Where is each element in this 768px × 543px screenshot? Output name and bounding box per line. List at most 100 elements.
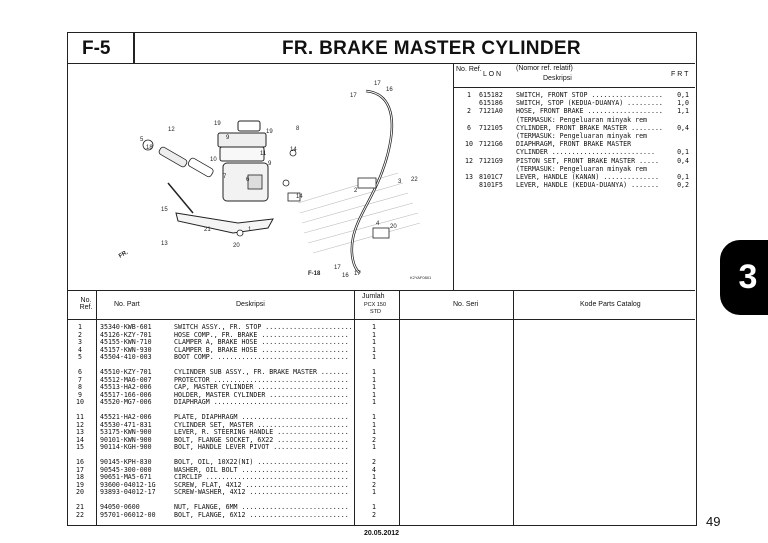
part-qty: 1 [372, 345, 376, 354]
lon-desc-header: Deskripsi [543, 75, 572, 82]
callout-3: 3 [398, 179, 402, 185]
part-number: 90651-MA5-671 [100, 473, 152, 482]
lon-header: L O N [483, 71, 502, 78]
part-desc: WASHER, OIL BOLT .......................… [174, 465, 349, 474]
lon-desc: PISTON SET, FRONT BRAKE MASTER ..... [516, 156, 659, 165]
part-qty: 1 [372, 390, 376, 399]
col-divider-2 [354, 291, 355, 525]
part-number: 45155-KWN-710 [100, 338, 152, 347]
lon-ref: 6 [467, 123, 471, 132]
front-marker: FR. [118, 250, 130, 260]
part-desc: CYLINDER SUB ASSY., FR. BRAKE MASTER ...… [174, 368, 349, 376]
callout-11: 11 [260, 151, 267, 157]
part-ref: 1 [78, 323, 82, 331]
part-desc: BOOT COMP. .............................… [174, 353, 349, 362]
part-ref: 16 [76, 458, 84, 466]
section-tab: 3 [720, 240, 768, 315]
lon-frt: 1,1 [677, 107, 689, 116]
part-qty: 1 [372, 413, 376, 421]
part-desc: LEVER, R. STEERING HANDLE ..............… [174, 428, 349, 437]
part-number: 45513-HA2-006 [100, 383, 152, 392]
table-row: 10 45520-MG7-006 DIAPHRAGM ...............… [68, 398, 695, 406]
part-number: 45530-471-831 [100, 420, 152, 429]
col-divider-3 [399, 291, 400, 525]
part-desc: SWITCH ASSY., FR. STOP .................… [174, 323, 353, 331]
col-desc: Deskripsi [236, 301, 265, 308]
lon-frt: 0,1 [677, 148, 689, 157]
lon-desc: SWITCH, FRONT STOP .................. [516, 91, 663, 99]
part-qty: 1 [372, 420, 376, 429]
part-number: 45520-MG7-006 [100, 398, 152, 407]
part-ref: 15 [76, 443, 84, 452]
col-qty-sub: STD [370, 309, 381, 315]
callout-5: 5 [140, 137, 144, 143]
callout-17c: 17 [334, 265, 341, 271]
lon-desc: CYLINDER .......................... [516, 148, 655, 157]
part-desc: NUT, FLANGE, 6MM .......................… [174, 503, 349, 511]
part-desc: PLATE, DIAPHRAGM .......................… [174, 413, 349, 421]
lon-frt: 0,2 [677, 181, 689, 190]
labor-operation-table: No. Ref. L O N (Nomor ref. relatif) Desk… [453, 63, 695, 291]
lon-code: 615186 [479, 99, 503, 108]
part-ref: 19 [76, 480, 84, 489]
part-number: 90545-300-000 [100, 465, 152, 474]
callout-10: 10 [210, 157, 217, 163]
lon-header-divider [453, 87, 695, 88]
part-desc: CLAMPER B, BRAKE HOSE ..................… [174, 345, 349, 354]
part-qty: 2 [372, 458, 376, 466]
part-desc: BOLT, HANDLE LEVER PIVOT ...............… [174, 443, 349, 452]
part-ref: 20 [76, 488, 84, 497]
footer-date: 20.05.2012 [364, 530, 400, 537]
lon-code: 7121G9 [479, 156, 503, 165]
col-part: No. Part [114, 301, 140, 308]
lon-code: 7121G6 [479, 140, 503, 149]
lon-desc: (TERMASUK: Pengeluaran minyak rem [516, 115, 648, 124]
callout-19b: 19 [266, 129, 273, 135]
part-qty: 2 [372, 510, 376, 519]
part-ref: 10 [76, 398, 84, 407]
part-number: 90101-KWN-900 [100, 435, 152, 444]
callout-14: 14 [290, 147, 297, 153]
part-qty: 2 [372, 480, 376, 489]
part-number: 35340-KWB-601 [100, 323, 152, 331]
part-number: 45517-166-006 [100, 390, 152, 399]
part-desc: CIRCLIP ................................… [174, 473, 349, 482]
header-bar: F-5 FR. BRAKE MASTER CYLINDER [68, 33, 695, 64]
part-qty: 4 [372, 465, 376, 474]
callout-7: 7 [223, 174, 227, 180]
lon-code: 8101C7 [479, 173, 503, 181]
part-qty: 1 [372, 488, 376, 497]
part-number: 45510-KZY-701 [100, 368, 152, 376]
lon-ref: 2 [467, 107, 471, 116]
callout-17b: 17 [350, 93, 357, 99]
diagram-code: K2YAF0801 [410, 275, 432, 280]
part-desc: DIAPHRAGM ..............................… [174, 398, 349, 407]
part-qty: 1 [372, 353, 376, 362]
part-qty: 1 [372, 323, 376, 331]
part-ref: 3 [78, 338, 82, 347]
lon-ref: 13 [465, 173, 473, 181]
lon-row: (TERMASUK: Pengeluaran minyak rem [453, 132, 695, 140]
part-qty: 1 [372, 503, 376, 511]
part-number: 90114-KGH-900 [100, 443, 152, 452]
callout-12: 12 [168, 127, 175, 133]
parts-list: 1 35340-KWB-601 SWITCH ASSY., FR. STOP ...… [68, 320, 695, 525]
lon-desc: (TERMASUK: Pengeluaran minyak rem [516, 132, 648, 140]
callout-17: 17 [374, 81, 381, 87]
part-number: 45512-MA6-007 [100, 375, 152, 384]
part-ref: 12 [76, 420, 84, 429]
callout-6: 6 [246, 177, 250, 183]
